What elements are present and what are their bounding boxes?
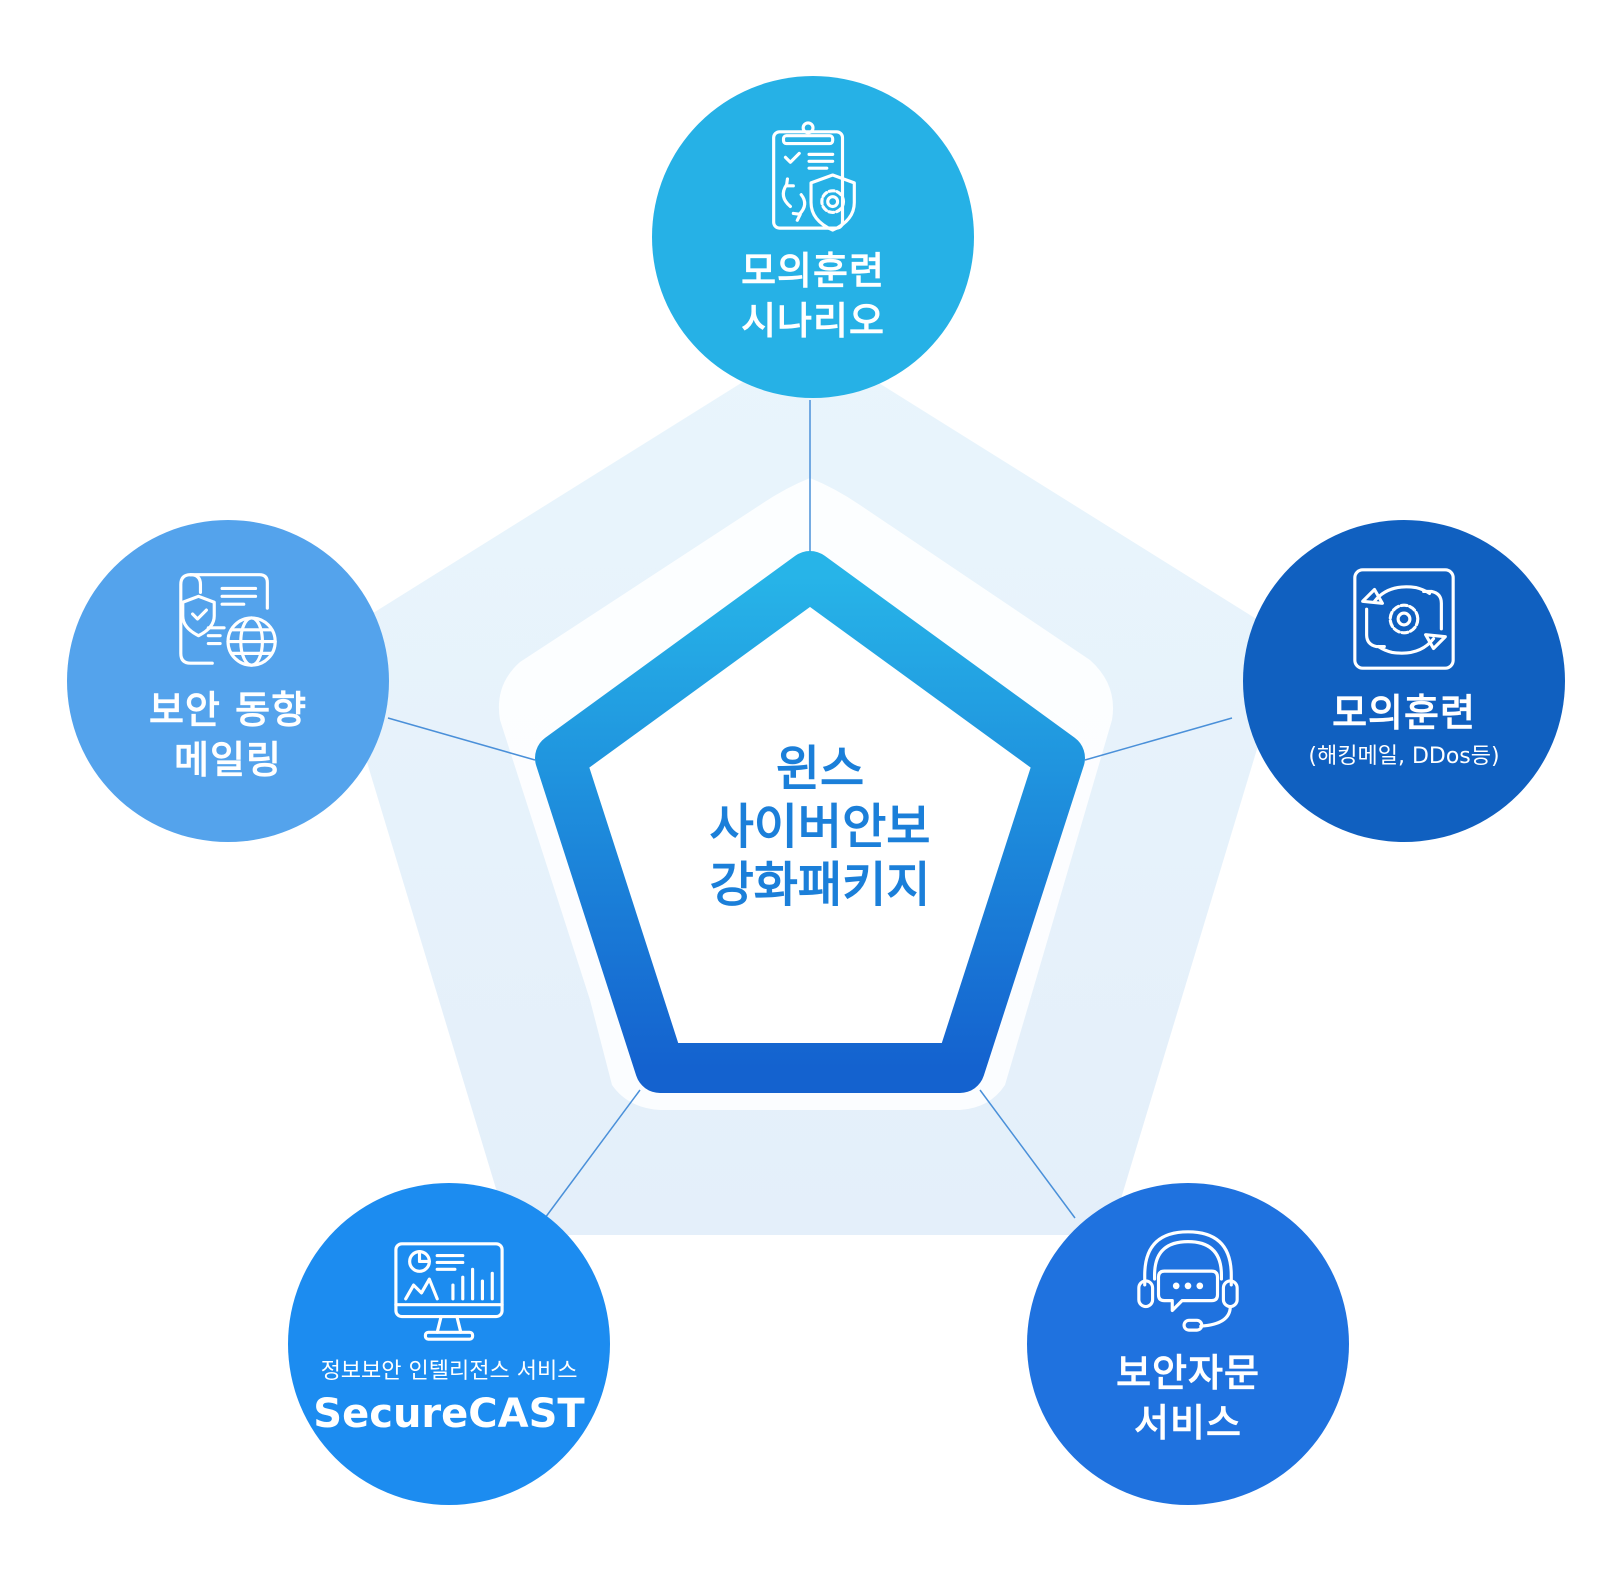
node-bottom-left-title: SecureCAST	[313, 1391, 585, 1437]
center-pentagon-ring	[535, 551, 1085, 1093]
node-security-trend-mailing[interactable]: 보안 동향 메일링	[67, 520, 389, 842]
headset-chat-icon	[1129, 1220, 1247, 1338]
node-right-title: 모의훈련	[1332, 691, 1476, 735]
node-top-line-1: 모의훈련	[741, 249, 885, 293]
monitor-chart-icon	[390, 1230, 508, 1348]
center-line-1: 윈스	[775, 741, 865, 797]
center-label: 윈스 사이버안보 강화패키지	[610, 740, 1030, 914]
node-left-line-1: 보안 동향	[148, 688, 308, 732]
gear-cycle-icon	[1345, 560, 1463, 678]
clipboard-shield-gear-icon	[754, 118, 872, 236]
document-shield-globe-icon	[169, 557, 287, 675]
node-security-consulting[interactable]: 보안자문 서비스	[1027, 1183, 1349, 1505]
connector-lines	[387, 400, 1233, 1219]
node-training-scenario[interactable]: 모의훈련 시나리오	[652, 76, 974, 398]
node-securecast[interactable]: 정보보안 인텔리전스 서비스 SecureCAST	[288, 1183, 610, 1505]
node-top-line-2: 시나리오	[741, 299, 885, 343]
node-bottom-left-pretitle: 정보보안 인텔리전스 서비스	[320, 1359, 578, 1384]
center-line-3: 강화패키지	[709, 857, 931, 913]
center-line-2: 사이버안보	[709, 799, 931, 855]
node-left-line-2: 메일링	[174, 738, 282, 782]
node-simulated-training[interactable]: 모의훈련 (해킹메일, DDos등)	[1243, 520, 1565, 842]
node-bottom-right-line-2: 서비스	[1134, 1401, 1242, 1445]
node-bottom-right-line-1: 보안자문	[1116, 1351, 1260, 1395]
node-right-subtitle: (해킹메일, DDos등)	[1308, 744, 1500, 769]
